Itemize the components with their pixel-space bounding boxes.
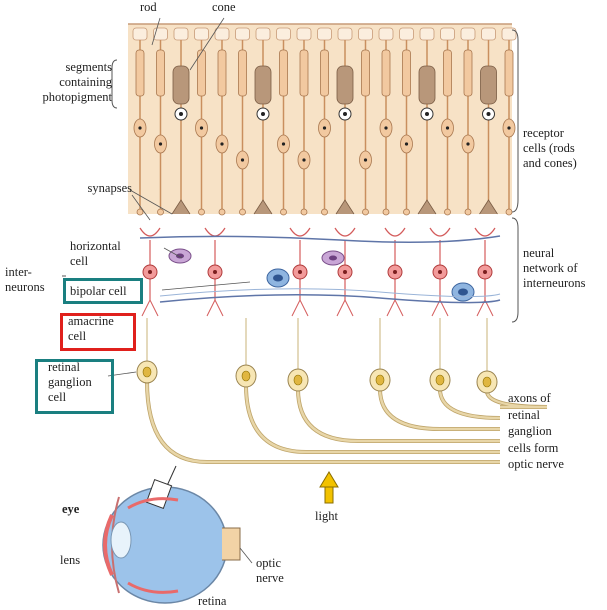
rod-cell <box>194 27 209 216</box>
cone-cell <box>253 27 273 215</box>
horizontal-cell <box>168 248 192 264</box>
rod-cell <box>317 27 332 216</box>
photopigment-segment <box>336 65 354 105</box>
rod-cell <box>501 27 517 216</box>
light-label: light <box>315 509 338 523</box>
retina-label: retina <box>198 594 227 608</box>
cone-cell <box>171 27 191 215</box>
interneuron-network <box>62 217 519 323</box>
receptor-cells <box>111 27 519 216</box>
amacrine-cell <box>451 282 475 302</box>
rod-cell <box>214 27 230 216</box>
photopigment-segment <box>480 65 497 105</box>
rod-cell <box>358 27 373 216</box>
bipolar-cell <box>139 227 161 317</box>
bipolar-cell <box>429 227 451 317</box>
ganglion-cell <box>476 318 548 409</box>
lens-shape <box>110 521 132 559</box>
photopigment-segment <box>172 65 190 105</box>
horizontal-cell <box>321 250 345 266</box>
eye-label: eye <box>62 502 80 516</box>
light-arrow-icon <box>319 471 339 504</box>
amacrine-cell <box>266 268 290 288</box>
bipolar-cell <box>384 227 406 317</box>
rod-cell <box>276 27 291 216</box>
optic-nerve-axons <box>136 318 548 464</box>
cone-label: cone <box>212 0 236 14</box>
lens-label: lens <box>60 553 81 567</box>
pigment-layer <box>128 24 512 214</box>
rod-cell <box>399 27 414 216</box>
ganglion-cell <box>369 318 500 431</box>
rod-cell <box>378 27 394 216</box>
bipolar-cell <box>289 227 311 317</box>
interneurons-label: inter-neurons <box>5 265 45 294</box>
cone-cell <box>479 27 498 215</box>
bipolar-cell <box>204 227 226 317</box>
ganglion-cell <box>235 318 500 454</box>
rod-cell <box>460 27 476 216</box>
rod-cell <box>235 27 250 216</box>
cone-cell <box>335 27 355 215</box>
bipolar-cell-label: bipolar cell <box>70 284 127 298</box>
cone-cell <box>417 27 437 215</box>
ganglion-cell <box>136 318 500 464</box>
ganglion-cell <box>287 318 500 443</box>
synapses-label: synapses <box>87 181 132 195</box>
label-leaders <box>107 17 253 564</box>
rod-cell <box>132 27 148 216</box>
ganglion-cell-highlight <box>35 359 114 414</box>
bipolar-cell-highlight <box>63 278 143 304</box>
rod-label: rod <box>140 0 157 14</box>
rod-cell <box>440 27 455 216</box>
ganglion-cell <box>429 318 501 420</box>
bipolar-cell <box>474 227 496 317</box>
rod-cell <box>153 27 168 216</box>
rod-cell <box>296 27 312 216</box>
amacrine-cell-highlight <box>60 313 136 351</box>
photopigment-segment <box>418 65 436 105</box>
photopigment-segment <box>254 65 272 105</box>
eye-illustration <box>102 465 241 604</box>
